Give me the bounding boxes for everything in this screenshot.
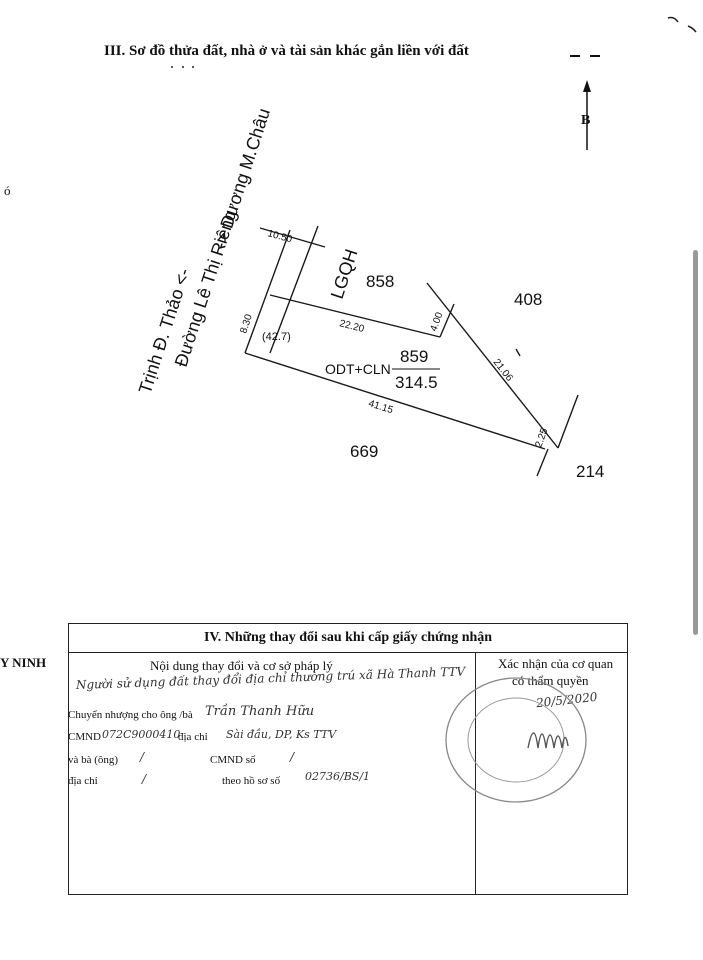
stamp-inner-ring	[467, 697, 565, 783]
land-use-code: ODT+CLN	[325, 361, 391, 377]
spouse-id-label: CMND số	[210, 754, 256, 766]
se-boundary-line-upper	[557, 394, 579, 449]
parcel-859-label: 859	[400, 347, 428, 366]
signature-scribble	[527, 732, 569, 749]
east-tick	[515, 348, 521, 357]
dim-inner-top: 22.20	[338, 318, 365, 335]
dim-south-side: 41.15	[367, 398, 395, 416]
land-plot-diagram: B Trịnh Đ. Thảo <- -> Dương M.Châu Đường…	[135, 16, 697, 481]
short-boundary-line	[439, 303, 455, 338]
scan-dot	[192, 66, 194, 68]
dim-east-side: 21.06	[491, 357, 515, 384]
handwritten-address: Sài đầu, DP, Ks TTV	[226, 728, 337, 741]
north-boundary-line	[269, 294, 441, 338]
handwritten-id-number: 072C9000410	[102, 728, 181, 741]
handwritten-file-number: 02736/BS/1	[305, 770, 371, 783]
parcel-858-label: 858	[366, 272, 394, 291]
north-label: B	[581, 113, 590, 128]
margin-fragment-text: ó	[4, 183, 11, 198]
road-edge-line-2	[269, 225, 319, 354]
se-boundary-line-lower	[536, 448, 549, 477]
margin-province-fragment: Y NINH	[0, 655, 47, 670]
parcel-214-label: 214	[576, 462, 604, 481]
file-number-label: theo hồ sơ số	[222, 775, 281, 787]
handwritten-spouse-id-blank: /	[290, 750, 295, 764]
id-label: CMND	[68, 731, 102, 743]
parcel-669-label: 669	[350, 442, 378, 461]
road-edge-line	[244, 229, 291, 354]
stamp-outer-ring	[445, 677, 587, 803]
parcel-area-label: 314.5	[395, 373, 438, 392]
col-confirm-header-2: có thẩm quyền	[512, 673, 589, 688]
road-width-dim-line	[259, 227, 326, 248]
parcel-boundaries	[244, 225, 579, 477]
col-content-header: Nội dung thay đổi và cơ sở pháp lý	[150, 658, 333, 673]
road-area-label: (42.7)	[262, 331, 291, 343]
official-stamp	[445, 677, 587, 803]
dim-se-side: 2.25	[533, 427, 550, 449]
table-header-divider	[68, 652, 628, 653]
north-arrow-icon: B	[570, 55, 600, 150]
section-4-title: IV. Những thay đổi sau khi cấp giấy chứn…	[203, 630, 493, 645]
table-column-divider	[475, 652, 476, 895]
transfer-label: Chuyển nhượng cho ông /bà	[68, 709, 193, 721]
handwritten-recipient-name: Trần Thanh Hữu	[205, 704, 315, 719]
handwritten-spouse-address-blank: /	[142, 772, 147, 786]
parcel-408-label: 408	[514, 290, 542, 309]
scan-mark	[687, 25, 697, 33]
handwritten-spouse-blank: /	[140, 750, 145, 764]
south-boundary-line	[244, 352, 546, 450]
changes-table	[68, 623, 628, 895]
scan-mark	[667, 16, 679, 23]
address-label: địa chỉ	[178, 731, 208, 743]
spouse-label: và bà (ông)	[68, 754, 119, 766]
scan-dot	[171, 66, 173, 68]
east-boundary-line	[426, 282, 559, 449]
scrollbar-thumb[interactable]	[693, 250, 698, 635]
scan-dot	[182, 66, 184, 68]
section-3-title: III. Sơ đồ thửa đất, nhà ở và tài sản kh…	[104, 43, 469, 59]
col-confirm-header-1: Xác nhận của cơ quan	[498, 656, 614, 671]
spouse-address-label: địa chỉ	[68, 775, 98, 787]
road-reserve-label: LGQH	[327, 247, 362, 302]
